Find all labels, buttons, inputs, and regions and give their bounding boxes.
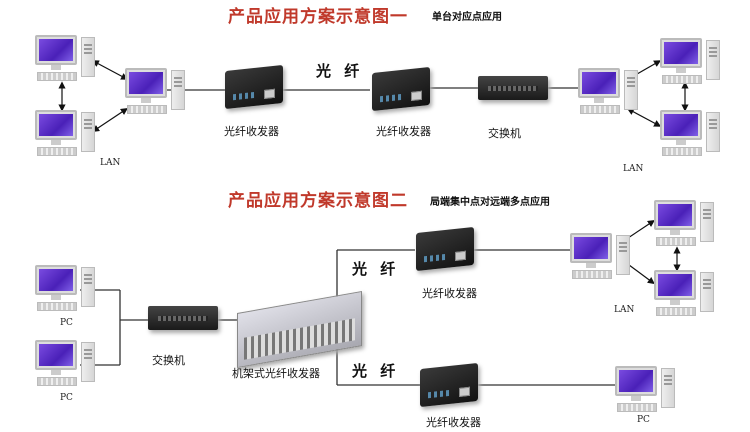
diagram2-subtitle: 局端集中点对远端多点应用 [430,197,550,208]
pc-label: PC [637,415,650,425]
converter-label: 光纤收发器 [426,416,481,429]
pc-icon [125,68,187,120]
pc-icon [654,200,716,252]
pc-icon [660,38,722,90]
switch-label: 交换机 [152,354,185,367]
lan-label: LAN [623,164,644,174]
diagram1-title: 产品应用方案示意图一 [228,7,408,27]
fiber-converter-icon [225,64,283,110]
fiber-converter-icon [416,226,474,272]
converter-label: 光纤收发器 [224,125,279,138]
pc-label: PC [60,318,73,328]
fiber-label: 光 纤 [316,62,360,80]
fiber-label: 光 纤 [352,260,396,278]
pc-icon [35,110,97,162]
pc-icon [570,233,632,285]
lan-label: LAN [100,158,121,168]
switch-icon [478,76,548,100]
switch-icon [148,306,218,330]
pc-icon [35,35,97,87]
diagram1-subtitle: 单台对应点应用 [432,12,502,23]
pc-icon [660,110,722,162]
switch-label: 交换机 [488,127,521,140]
pc-icon [578,68,640,120]
converter-label: 光纤收发器 [422,287,477,300]
rack-label: 机架式光纤收发器 [232,367,320,380]
converter-label: 光纤收发器 [376,125,431,138]
pc-icon [654,270,716,322]
pc-icon [615,366,677,418]
fiber-converter-icon [420,362,478,408]
diagram2-title: 产品应用方案示意图二 [228,191,408,211]
pc-icon [35,265,97,317]
fiber-converter-icon [372,66,430,112]
pc-label: PC [60,393,73,403]
pc-icon [35,340,97,392]
fiber-label: 光 纤 [352,362,396,380]
lan-label: LAN [614,305,635,315]
